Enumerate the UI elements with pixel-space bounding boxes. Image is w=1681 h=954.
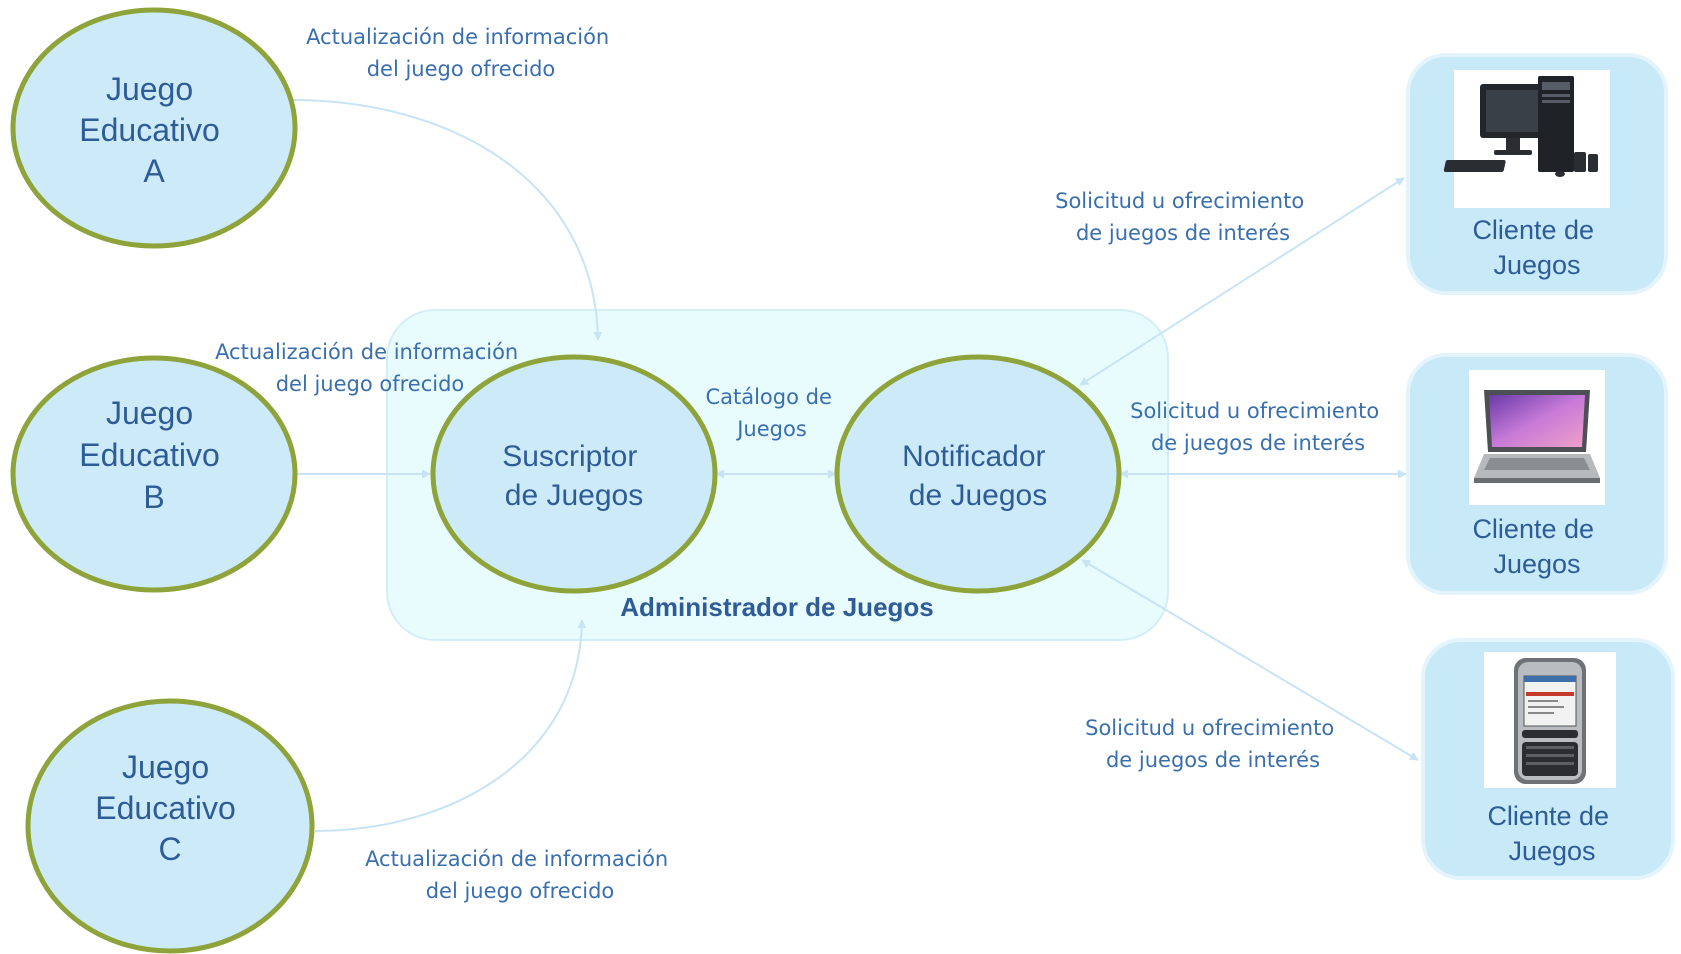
client-laptop-line-2: Juegos — [1493, 549, 1580, 579]
label-catalog-line-2: Juegos — [735, 417, 807, 441]
game-c-line-1: Juego — [122, 749, 209, 785]
game-b-line-3: B — [143, 479, 164, 515]
label-request-3-line-2: de juegos de interés — [1106, 748, 1320, 772]
label-request-1-line-2: de juegos de interés — [1076, 221, 1290, 245]
svg-text:Juego Educativo A: Juego Educativo A — [79, 71, 228, 189]
label-update-b: Actualización de información del juego o… — [215, 340, 525, 396]
label-update-c: Actualización de información del juego o… — [365, 847, 675, 903]
label-request-2-line-2: de juegos de interés — [1151, 431, 1365, 455]
client-laptop: Cliente de Juegos — [1406, 353, 1668, 595]
label-request-3: Solicitud u ofrecimiento de juegos de in… — [1085, 716, 1341, 772]
svg-text:Notificador de Juegos: Notificador de Juegos — [902, 440, 1054, 512]
game-a-line-2: Educativo — [79, 112, 220, 148]
svg-text:Cliente de Juegos: Cliente de Juegos — [1487, 801, 1616, 866]
arrow-game-a-to-subscriber — [291, 99, 603, 341]
label-update-b-line-1: Actualización de información — [215, 340, 518, 364]
client-phone-line-1: Cliente de — [1487, 801, 1609, 831]
label-request-2-line-1: Solicitud u ofrecimiento — [1130, 399, 1379, 423]
game-educativo-a: Juego Educativo A — [10, 7, 298, 249]
client-desktop: Cliente de Juegos — [1406, 53, 1668, 295]
admin-title: Administrador de Juegos — [620, 592, 934, 622]
subscriber-line-2: de Juegos — [505, 479, 643, 512]
subscriber-line-1: Suscriptor — [502, 440, 637, 473]
client-desktop-line-2: Juegos — [1493, 250, 1580, 280]
game-b-line-1: Juego — [106, 395, 193, 431]
game-a-line-1: Juego — [106, 71, 193, 107]
label-update-b-line-2: del juego ofrecido — [276, 372, 465, 396]
suscriptor-de-juegos: Suscriptor de Juegos — [430, 354, 718, 594]
svg-text:Suscriptor de Juegos: Suscriptor de Juegos — [502, 440, 645, 512]
label-request-1: Solicitud u ofrecimiento de juegos de in… — [1055, 189, 1311, 245]
svg-text:Cliente de Juegos: Cliente de Juegos — [1472, 514, 1601, 579]
svg-text:Juego Educativo C: Juego Educativo C — [95, 749, 244, 867]
notifier-line-1: Notificador — [902, 440, 1045, 473]
game-educativo-b: Juego Educativo B — [10, 355, 298, 593]
game-educativo-c: Juego Educativo C — [25, 698, 315, 954]
client-phone: Cliente de Juegos — [1421, 638, 1675, 880]
svg-text:Juego Educativo B: Juego Educativo B — [79, 395, 228, 515]
label-update-a: Actualización de información del juego o… — [306, 25, 616, 81]
game-a-line-3: A — [143, 153, 165, 189]
connectors — [291, 99, 1419, 832]
client-desktop-line-1: Cliente de — [1472, 215, 1594, 245]
laptop-icon — [1469, 370, 1605, 505]
svg-text:Cliente de Juegos: Cliente de Juegos — [1472, 215, 1601, 280]
desktop-computer-icon — [1443, 70, 1610, 208]
game-c-line-2: Educativo — [95, 790, 236, 826]
game-b-line-2: Educativo — [79, 437, 220, 473]
notifier-line-2: de Juegos — [909, 479, 1047, 512]
label-request-3-line-1: Solicitud u ofrecimiento — [1085, 716, 1334, 740]
label-catalog: Catálogo de Juegos — [705, 385, 838, 441]
arrow-game-c-to-subscriber — [314, 619, 587, 832]
label-request-1-line-1: Solicitud u ofrecimiento — [1055, 189, 1304, 213]
client-phone-line-2: Juegos — [1508, 836, 1595, 866]
label-update-c-line-1: Actualización de información — [365, 847, 668, 871]
smartphone-icon — [1484, 652, 1616, 788]
label-update-c-line-2: del juego ofrecido — [426, 879, 615, 903]
arrow-notifier-desktop — [1079, 177, 1405, 386]
label-catalog-line-1: Catálogo de — [705, 385, 831, 409]
arrow-notifier-phone — [1081, 559, 1419, 761]
client-laptop-line-1: Cliente de — [1472, 514, 1594, 544]
label-request-2: Solicitud u ofrecimiento de juegos de in… — [1130, 399, 1386, 455]
label-update-a-line-1: Actualización de información — [306, 25, 609, 49]
label-update-a-line-2: del juego ofrecido — [367, 57, 556, 81]
notificador-de-juegos: Notificador de Juegos — [834, 354, 1122, 594]
game-c-line-3: C — [158, 831, 181, 867]
